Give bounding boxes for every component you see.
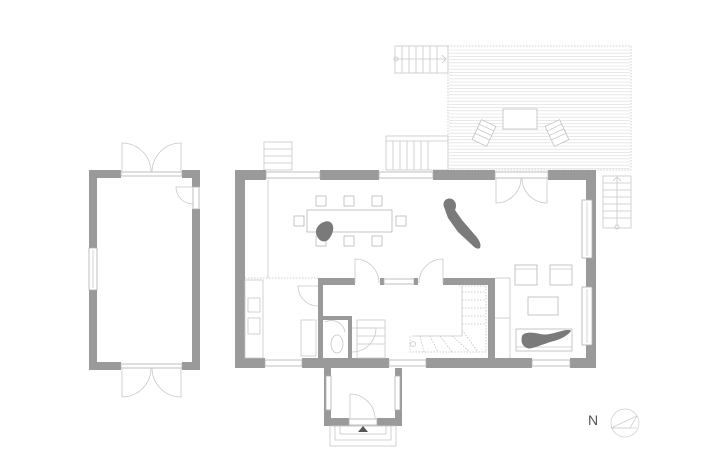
- deck: [447, 45, 632, 171]
- living-furniture: [514, 264, 573, 352]
- entry-porch: [324, 368, 402, 447]
- person-figure-standing: [443, 198, 481, 249]
- deck-chair-left: [471, 119, 497, 147]
- person-figure-dining: [315, 221, 334, 242]
- north-step-west: [263, 141, 293, 171]
- deck-chair-right: [544, 119, 570, 147]
- main-house: [235, 170, 596, 368]
- dining-set: [293, 195, 407, 247]
- person-figure-sofa-top: [521, 331, 571, 349]
- deck-stair-west: [393, 45, 449, 74]
- outbuilding: [88, 142, 200, 398]
- north-label: N: [588, 412, 599, 428]
- north-arrow-icon: [610, 408, 640, 438]
- deck-stair-east: [602, 175, 632, 230]
- north-step-center: [385, 135, 449, 171]
- internal-staircase: [356, 285, 487, 359]
- deck-table: [502, 108, 538, 130]
